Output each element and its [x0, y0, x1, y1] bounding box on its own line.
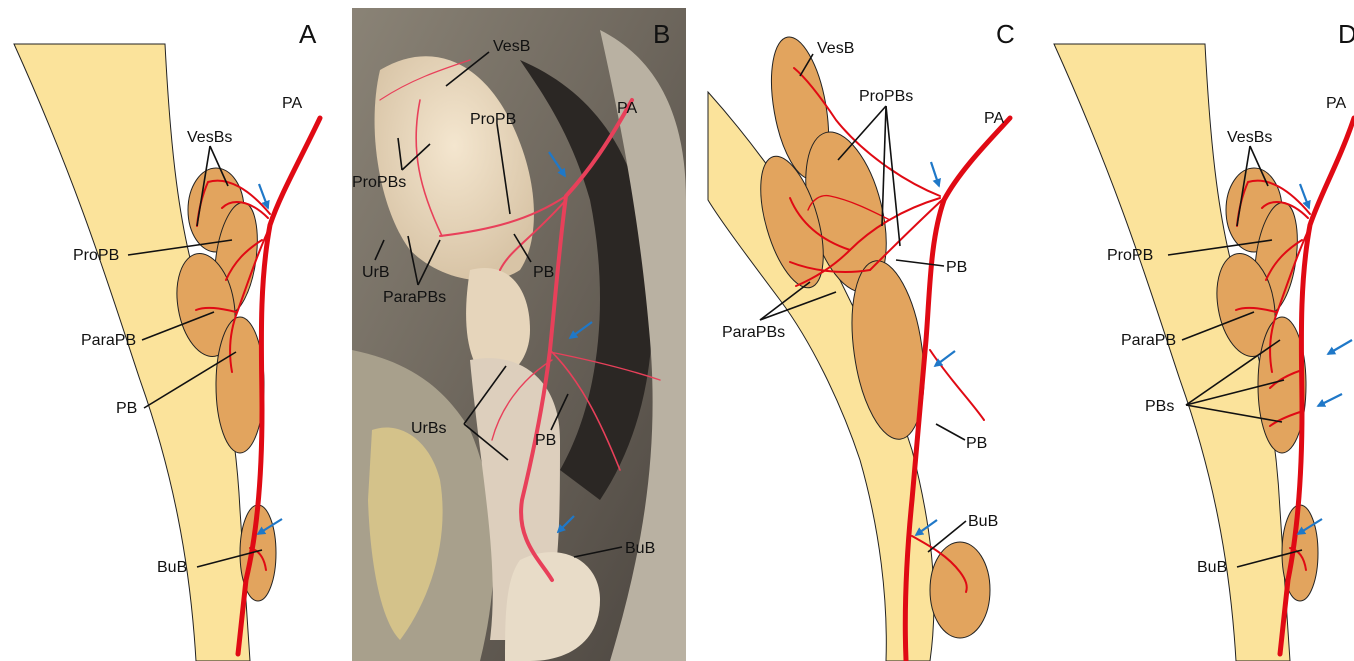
- label-pbs-d: PBs: [1145, 398, 1174, 415]
- panel-d: D PA VesBs ProPB ParaPB PBs BuB: [1054, 19, 1354, 661]
- label-bub-b: BuB: [625, 540, 655, 557]
- label-bub-d: BuB: [1197, 559, 1227, 576]
- label-vesb-c: VesB: [817, 40, 854, 57]
- panel-a: A PA VesBs ProPB ParaPB PB BuB: [14, 19, 320, 661]
- label-vesbs-a: VesBs: [187, 129, 232, 146]
- label-parapbs-b: ParaPBs: [383, 289, 446, 306]
- label-urbs-b: UrBs: [411, 420, 447, 437]
- label-propb-d: ProPB: [1107, 247, 1153, 264]
- prostate-lobe-a3: [216, 317, 264, 453]
- blue-arrow-d2: [1328, 340, 1352, 354]
- label-bub-a: BuB: [157, 559, 187, 576]
- label-pa-c: PA: [984, 110, 1004, 127]
- panel-letter-b: B: [653, 19, 670, 49]
- label-pa-a: PA: [282, 95, 302, 112]
- label-propbs-c: ProPBs: [859, 88, 913, 105]
- panel-letter-c: C: [996, 19, 1015, 49]
- label-propb-a: ProPB: [73, 247, 119, 264]
- label-pb-b-lower: PB: [535, 432, 556, 449]
- label-vesbs-d: VesBs: [1227, 129, 1272, 146]
- label-propbs-b: ProPBs: [352, 174, 406, 191]
- leader-propbs-c3: [886, 106, 900, 246]
- label-pb-a: PB: [116, 400, 137, 417]
- label-pb-c-lower: PB: [966, 435, 987, 452]
- label-vesb-b: VesB: [493, 38, 530, 55]
- label-propb-b: ProPB: [470, 111, 516, 128]
- leader-pb-c: [896, 260, 944, 266]
- leader-pb-c2: [936, 424, 965, 440]
- blue-arrow-c2: [935, 351, 955, 366]
- bulb-c: [930, 542, 990, 638]
- panel-c: C VesB ProPBs PA PB ParaPBs PB BuB: [708, 19, 1015, 661]
- blue-arrow-c1: [931, 162, 939, 186]
- label-bub-c: BuB: [968, 513, 998, 530]
- panel-letter-a: A: [299, 19, 317, 49]
- panel-b-photo: B VesB ProPB PA ProPBs UrB PB ParaPBs Ur…: [352, 8, 686, 661]
- leader-propbs-c1: [838, 106, 886, 160]
- label-pa-b: PA: [617, 100, 637, 117]
- label-pa-d: PA: [1326, 95, 1346, 112]
- label-parapb-d: ParaPB: [1121, 332, 1176, 349]
- label-urb-b: UrB: [362, 264, 390, 281]
- label-parapb-a: ParaPB: [81, 332, 136, 349]
- prostatic-branch-c4: [930, 350, 984, 420]
- blue-arrow-d3: [1318, 394, 1342, 406]
- label-pb-b-upper: PB: [533, 264, 554, 281]
- label-pb-c-upper: PB: [946, 259, 967, 276]
- panel-letter-d: D: [1338, 19, 1354, 49]
- label-parapbs-c: ParaPBs: [722, 324, 785, 341]
